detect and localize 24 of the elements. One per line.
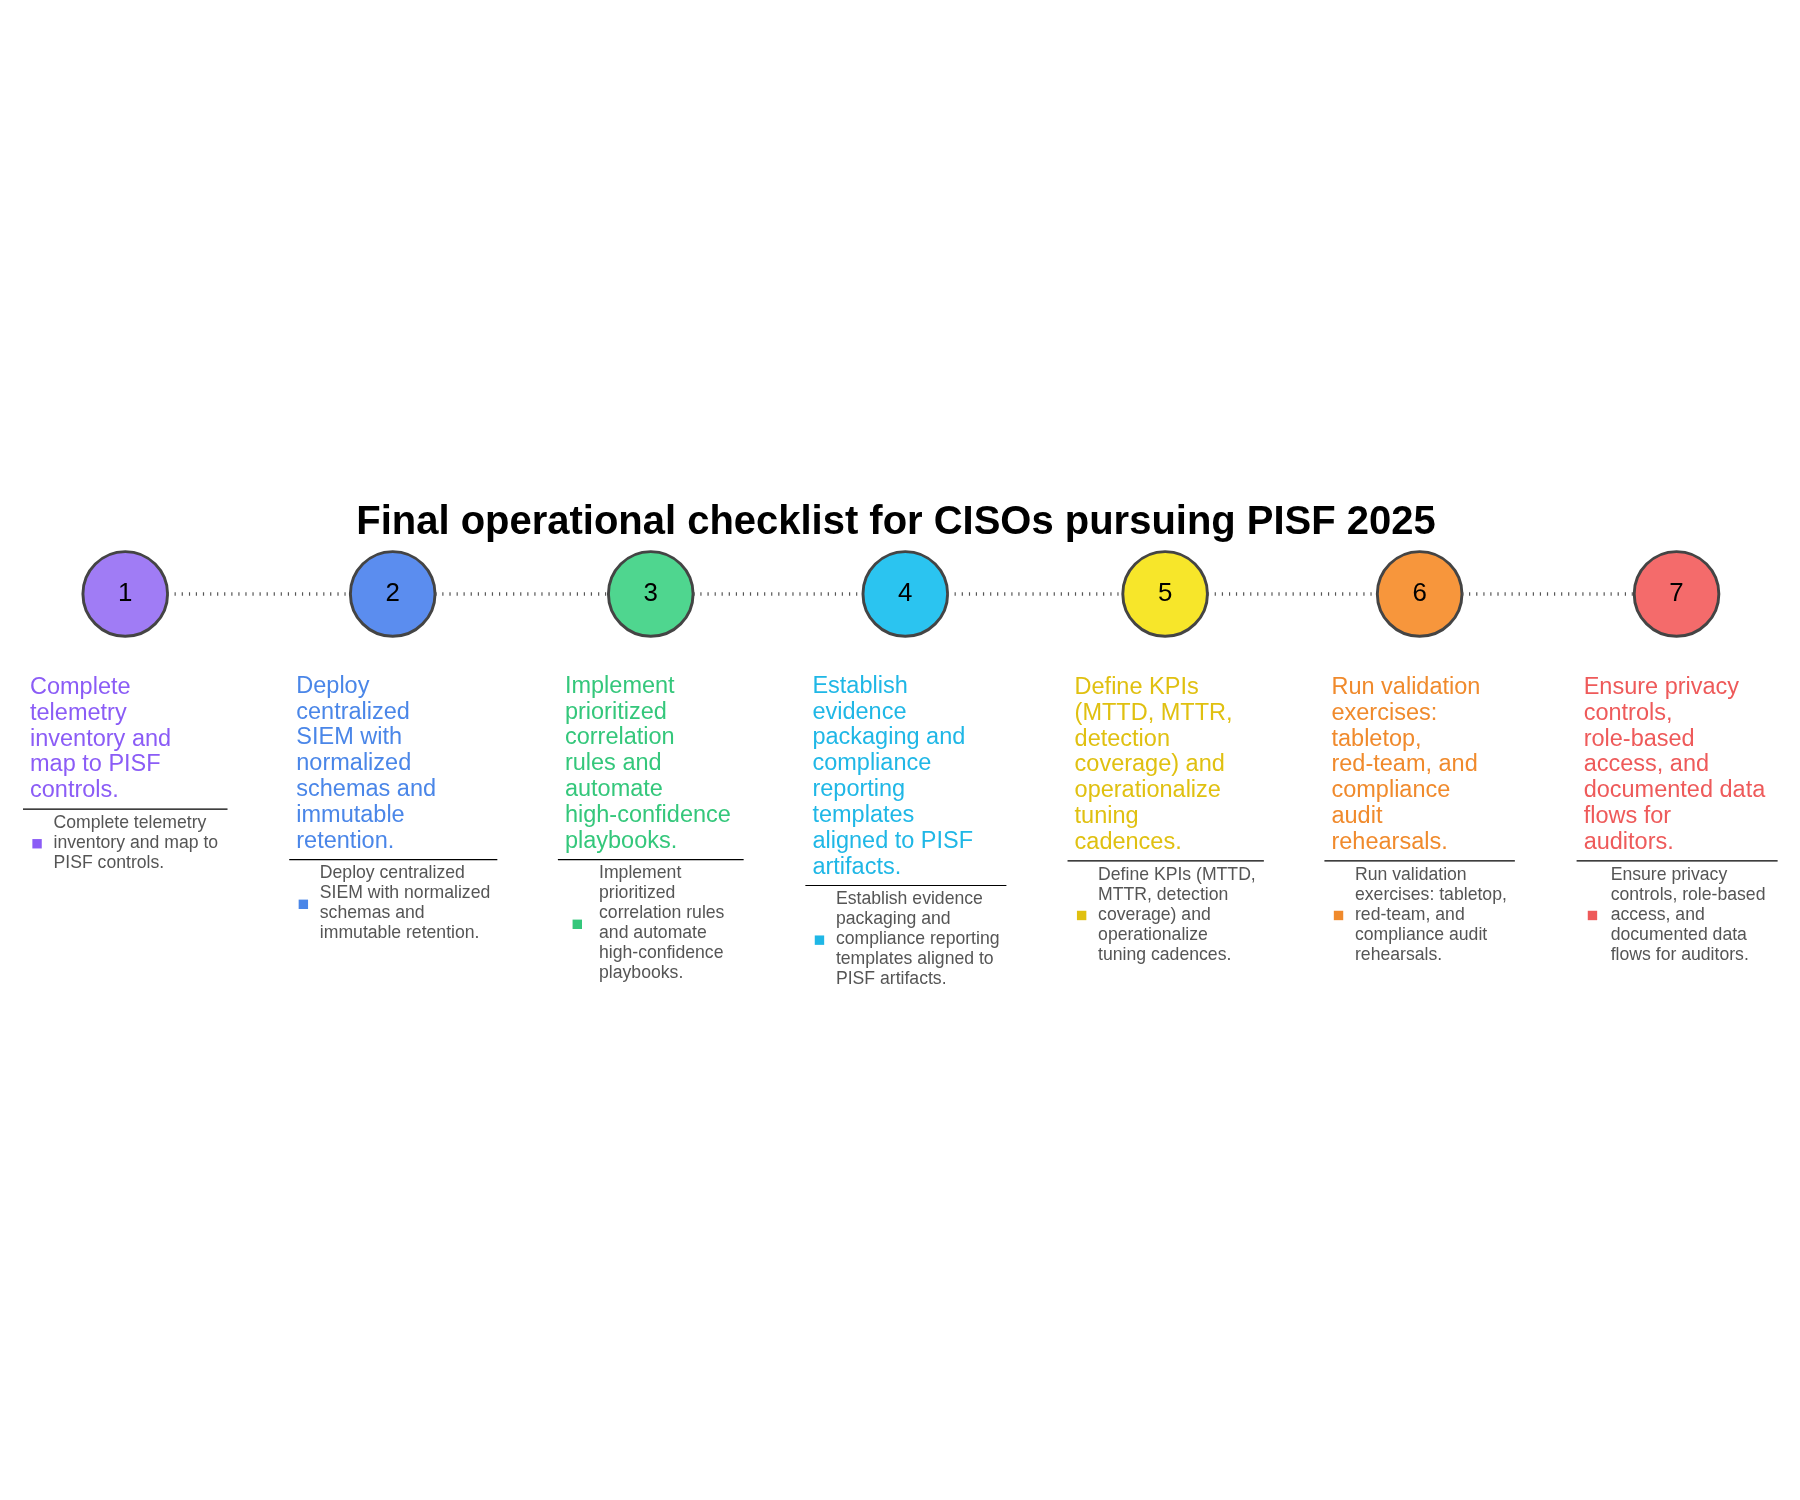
node-circle: 5 — [1121, 550, 1209, 638]
node-label: Complete telemetry inventory and map to PISF controls. — [30, 672, 172, 803]
node-label: Ensure privacy controls, role-based access, and documented data flows for auditors. — [1610, 863, 1766, 964]
node-label: Run validation exercises: tabletop, red-team, and compliance audit rehearsals. — [1331, 672, 1481, 855]
node-circle: 2 — [348, 550, 437, 638]
node-label: Deploy centralized SIEM with normalized schemas and immutable retention. — [319, 862, 491, 943]
node-label: Ensure privacy controls, role-based access, and documented data flows for auditors. — [1583, 672, 1766, 855]
connector — [435, 592, 609, 596]
node-label: Implement prioritized correlation rules and automate high-confidence playbooks. — [599, 862, 725, 983]
node-label: Establish evidence packaging and compliance reporting templates aligned to PISF artifacts. — [835, 888, 1000, 989]
node-label: Run validation exercises: tabletop, red-team, and compliance audit rehearsals. — [1354, 863, 1507, 964]
node-label: Implement prioritized correlation rules and automate high-confidence playbooks. — [564, 671, 731, 853]
node-label: Define KPIs (MTTD, MTTR, detection coverage) and operationalize tuning cadences. — [1098, 863, 1256, 964]
node-circle: 1 — [81, 550, 170, 638]
node-label: Establish evidence packaging and compliance reporting templates aligned to PISF artifacts. — [812, 671, 974, 879]
connector — [1462, 592, 1634, 596]
node-circle: 6 — [1375, 550, 1464, 638]
node-circle: 4 — [861, 550, 950, 638]
node-label: Complete telemetry inventory and map to PISF controls. — [53, 811, 219, 872]
diagram-title: Final operational checklist for CISOs pursuing PISF 2025 — [356, 498, 1436, 543]
node-label: Define KPIs (MTTD, MTTR, detection coverage) and operationalize tuning cadences. — [1074, 672, 1233, 855]
node-circle: 7 — [1632, 550, 1721, 638]
node-circle: 3 — [606, 550, 695, 638]
node-label: Deploy centralized SIEM with normalized schemas and immutable retention. — [296, 671, 437, 853]
